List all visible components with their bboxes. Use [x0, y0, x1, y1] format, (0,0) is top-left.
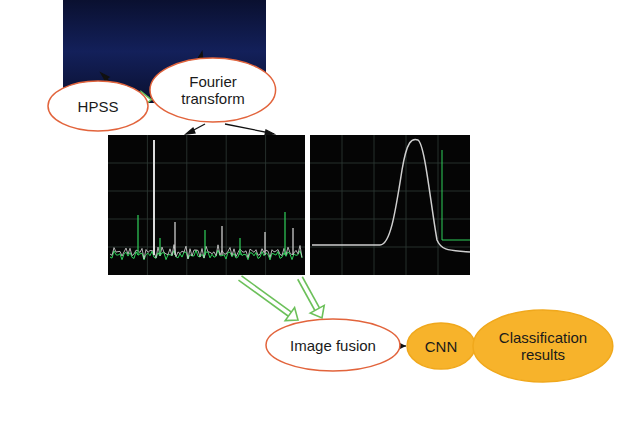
fusion-arrows: [238, 276, 324, 321]
envelope-image: [310, 135, 470, 275]
node-label: Classification results: [498, 329, 588, 363]
ellipse-shape: [48, 81, 148, 131]
node-label: HPSS: [78, 98, 119, 115]
node-label: Fourier transform: [173, 73, 253, 107]
envelope-marker: [442, 150, 443, 240]
ellipse-shape: [266, 319, 400, 371]
spectrum-image: [108, 135, 305, 275]
process-ellipse: Classification results: [473, 310, 613, 382]
process-ellipse: Fourier transform: [150, 58, 276, 122]
envelope-trace: [312, 139, 470, 252]
spectrum-trace: [110, 140, 302, 260]
node-label: Image fusion: [290, 337, 376, 354]
ellipse-shape: [150, 58, 276, 122]
envelope-marker: [442, 240, 470, 241]
ellipse-shape: [407, 323, 475, 369]
process-ellipse: HPSS: [48, 81, 148, 131]
plot-grid: [108, 135, 470, 275]
node-label: CNN: [425, 338, 458, 355]
process-ellipse: Image fusion: [266, 319, 400, 371]
process-ellipse: CNN: [407, 323, 475, 369]
ellipse-shape: [473, 310, 613, 382]
